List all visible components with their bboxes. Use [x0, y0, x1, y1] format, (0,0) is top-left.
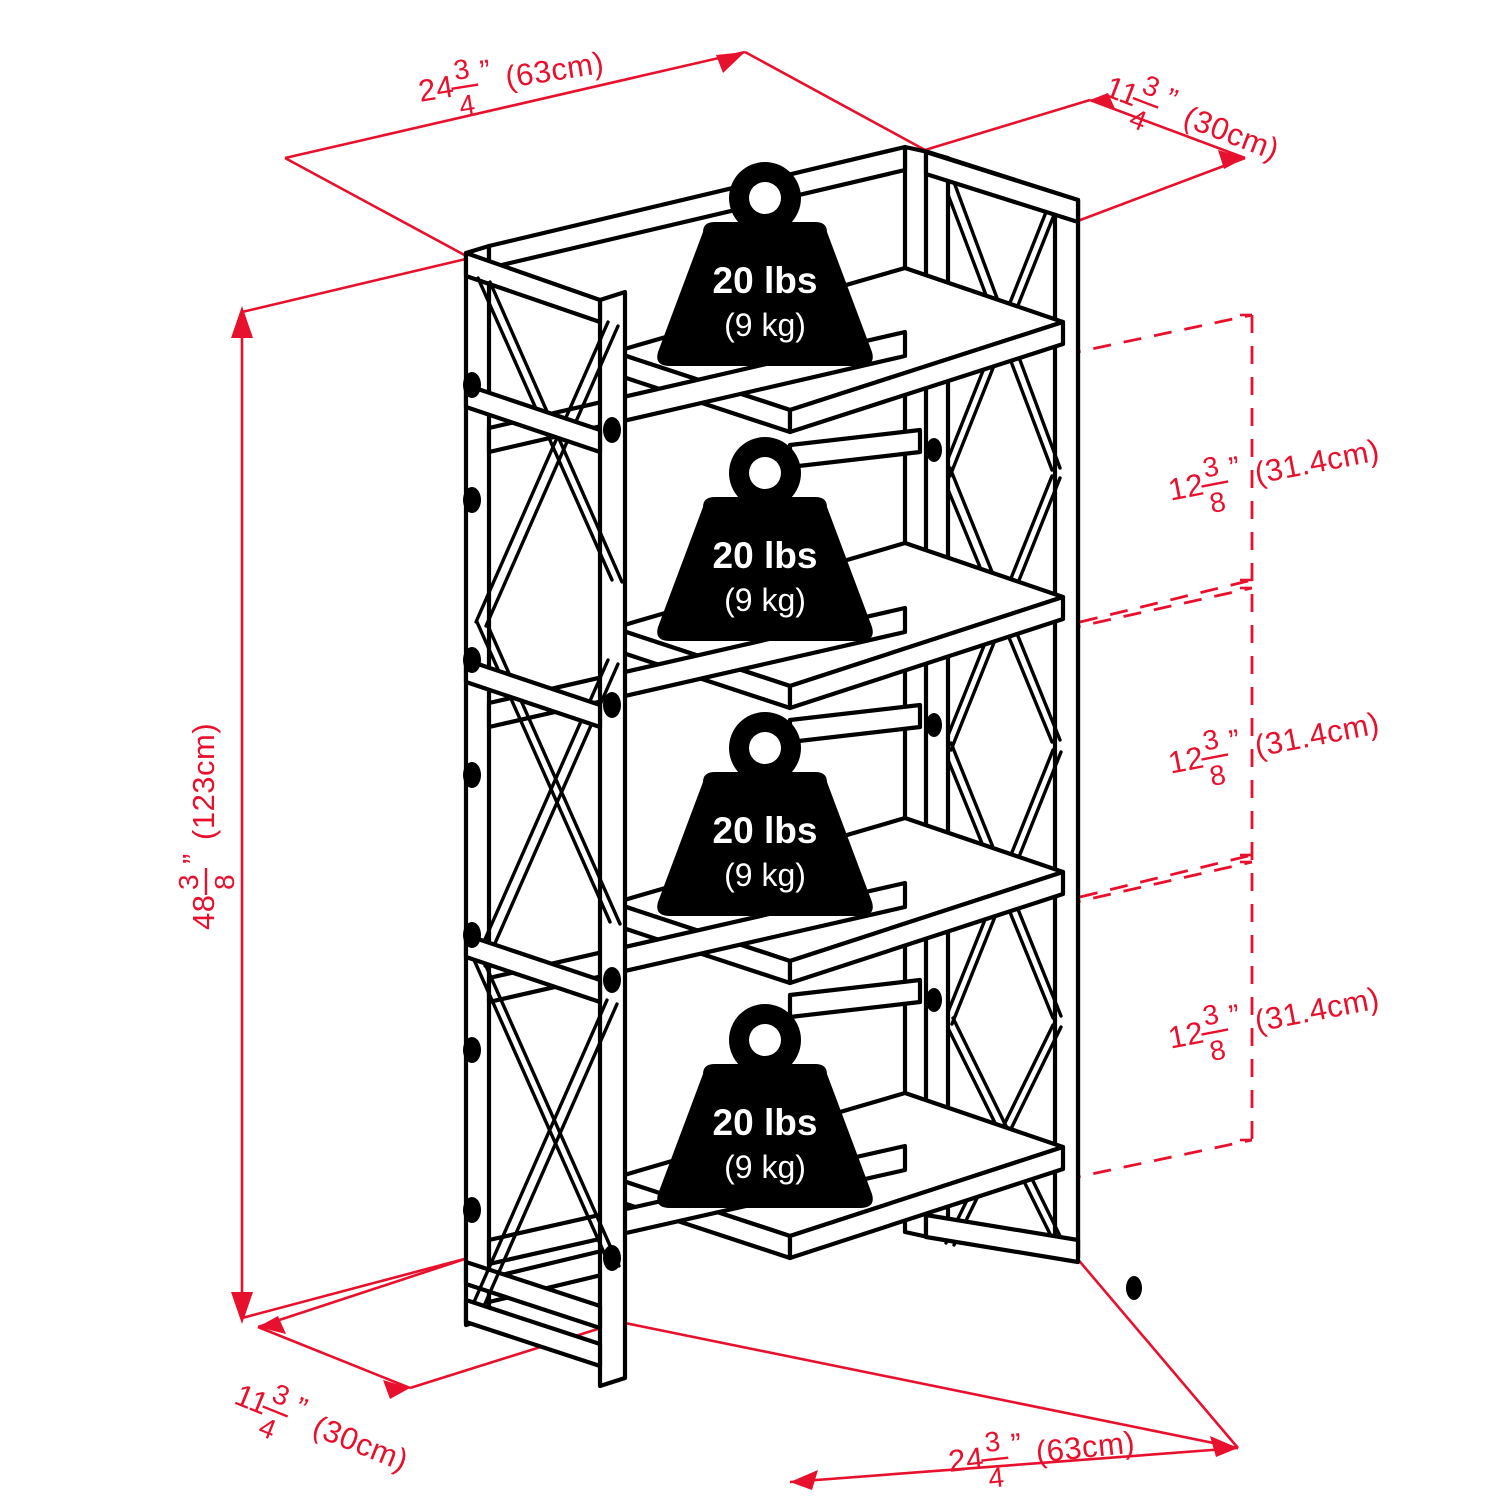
dim-label-gap-1: 12 3 8 ” (31.4cm): [1165, 432, 1383, 519]
support-bar-4: [787, 977, 923, 1020]
dim-bottom-depth-unit: ”: [290, 1390, 313, 1427]
post-front-right: [1052, 197, 1081, 1261]
weight-badge-4-imperial: 20 lbs: [713, 1102, 818, 1143]
brace-left-tier-3: [472, 960, 621, 1308]
dim-top-width-unit: ”: [477, 53, 493, 89]
rail-left-bottom: [463, 1259, 603, 1369]
dim-label-gap-2: 12 3 8 ” (31.4cm): [1165, 705, 1383, 792]
rail-left-top: [463, 250, 603, 325]
dim-bottom-width-whole: 24: [947, 1440, 986, 1479]
dim-gap-2-whole: 12: [1165, 739, 1207, 780]
weight-badge-3-imperial: 20 lbs: [713, 810, 818, 851]
support-bar-2: [787, 427, 923, 470]
dim-bottom-width-num: 3: [983, 1425, 1002, 1458]
dim-top-width-whole: 24: [416, 69, 457, 109]
dim-bottom-depth-num: 3: [268, 1378, 295, 1413]
dim-gap-3-metric: (31.4cm): [1252, 980, 1383, 1038]
dim-bottom-depth-metric: (30cm): [308, 1408, 413, 1478]
dim-gap-1-num: 3: [1200, 450, 1222, 483]
joint-dots-right: [926, 438, 1142, 1300]
dim-gap-2-unit: ”: [1226, 722, 1243, 758]
post-rear-right: [902, 144, 1081, 1261]
dim-gap-3-num: 3: [1200, 998, 1222, 1031]
dim-height-den: 8: [209, 874, 240, 890]
dim-label-top-width: 24 3 4 ” (63cm): [416, 45, 607, 122]
dim-gap-3-unit: ”: [1226, 997, 1243, 1033]
post-front-left: [597, 289, 628, 1389]
dim-bottom-width-metric: (63cm): [1034, 1424, 1137, 1469]
weight-badge-3-metric: (9 kg): [724, 857, 806, 893]
rail-left-mid-2: [463, 657, 603, 730]
rail-right-top-front: [923, 149, 1081, 225]
dim-gap-1-metric: (31.4cm): [1252, 432, 1383, 490]
rail-left-mid-3: [463, 932, 603, 1005]
dim-height-whole: 48: [186, 895, 221, 930]
weight-badge-3: 20 lbs (9 kg): [657, 712, 873, 916]
dim-gap-1-den: 8: [1207, 486, 1229, 519]
dim-height-metric: (123cm): [186, 723, 221, 840]
dim-height-num: 3: [173, 874, 204, 890]
dim-gap-3-whole: 12: [1165, 1014, 1207, 1055]
dim-top-width-num: 3: [451, 53, 472, 86]
weight-badge-1-metric: (9 kg): [724, 307, 806, 343]
dimension-lines-bottom: [257, 1249, 1239, 1490]
dim-gap-3-den: 8: [1207, 1034, 1229, 1067]
weight-badge-4: 20 lbs (9 kg): [657, 1004, 873, 1208]
dim-height-unit: ”: [176, 853, 211, 864]
dim-label-bottom-width: 24 3 4 ” (63cm): [947, 1424, 1137, 1494]
dim-gap-2-den: 8: [1207, 759, 1229, 792]
rail-left-mid-1: [463, 382, 603, 455]
weight-badge-1-imperial: 20 lbs: [713, 260, 818, 301]
dim-bottom-width-unit: ”: [1009, 1426, 1023, 1462]
dim-label-top-depth: 11 3 4 ” (30cm): [1100, 69, 1284, 167]
rail-right-bottom-front: [923, 1212, 1081, 1265]
dim-bottom-width-den: 4: [987, 1461, 1006, 1494]
dim-gap-2-metric: (31.4cm): [1252, 705, 1383, 763]
dim-top-depth-num: 3: [1138, 69, 1164, 104]
weight-badge-2-metric: (9 kg): [724, 582, 806, 618]
joint-dots-left: [463, 372, 621, 1271]
support-bar-3: [787, 702, 923, 745]
weight-badge-2-imperial: 20 lbs: [713, 535, 818, 576]
weight-badge-1: 20 lbs (9 kg): [657, 162, 873, 366]
dim-label-gap-3: 12 3 8 ” (31.4cm): [1165, 980, 1383, 1067]
weight-badge-4-metric: (9 kg): [724, 1149, 806, 1185]
dim-label-height: 48 3 8 ” (123cm): [173, 723, 240, 930]
dim-top-width-den: 4: [457, 88, 478, 121]
dimension-lines-shelf-gaps: [1062, 313, 1254, 1182]
dim-top-depth-unit: ”: [1160, 81, 1183, 118]
dimension-line-height-left: [231, 256, 471, 1324]
dim-gap-2-num: 3: [1200, 723, 1222, 756]
dim-gap-1-whole: 12: [1165, 466, 1207, 507]
dim-gap-1-unit: ”: [1226, 449, 1243, 485]
weight-badge-2: 20 lbs (9 kg): [657, 437, 873, 641]
dimension-lines-top: [284, 50, 1246, 260]
